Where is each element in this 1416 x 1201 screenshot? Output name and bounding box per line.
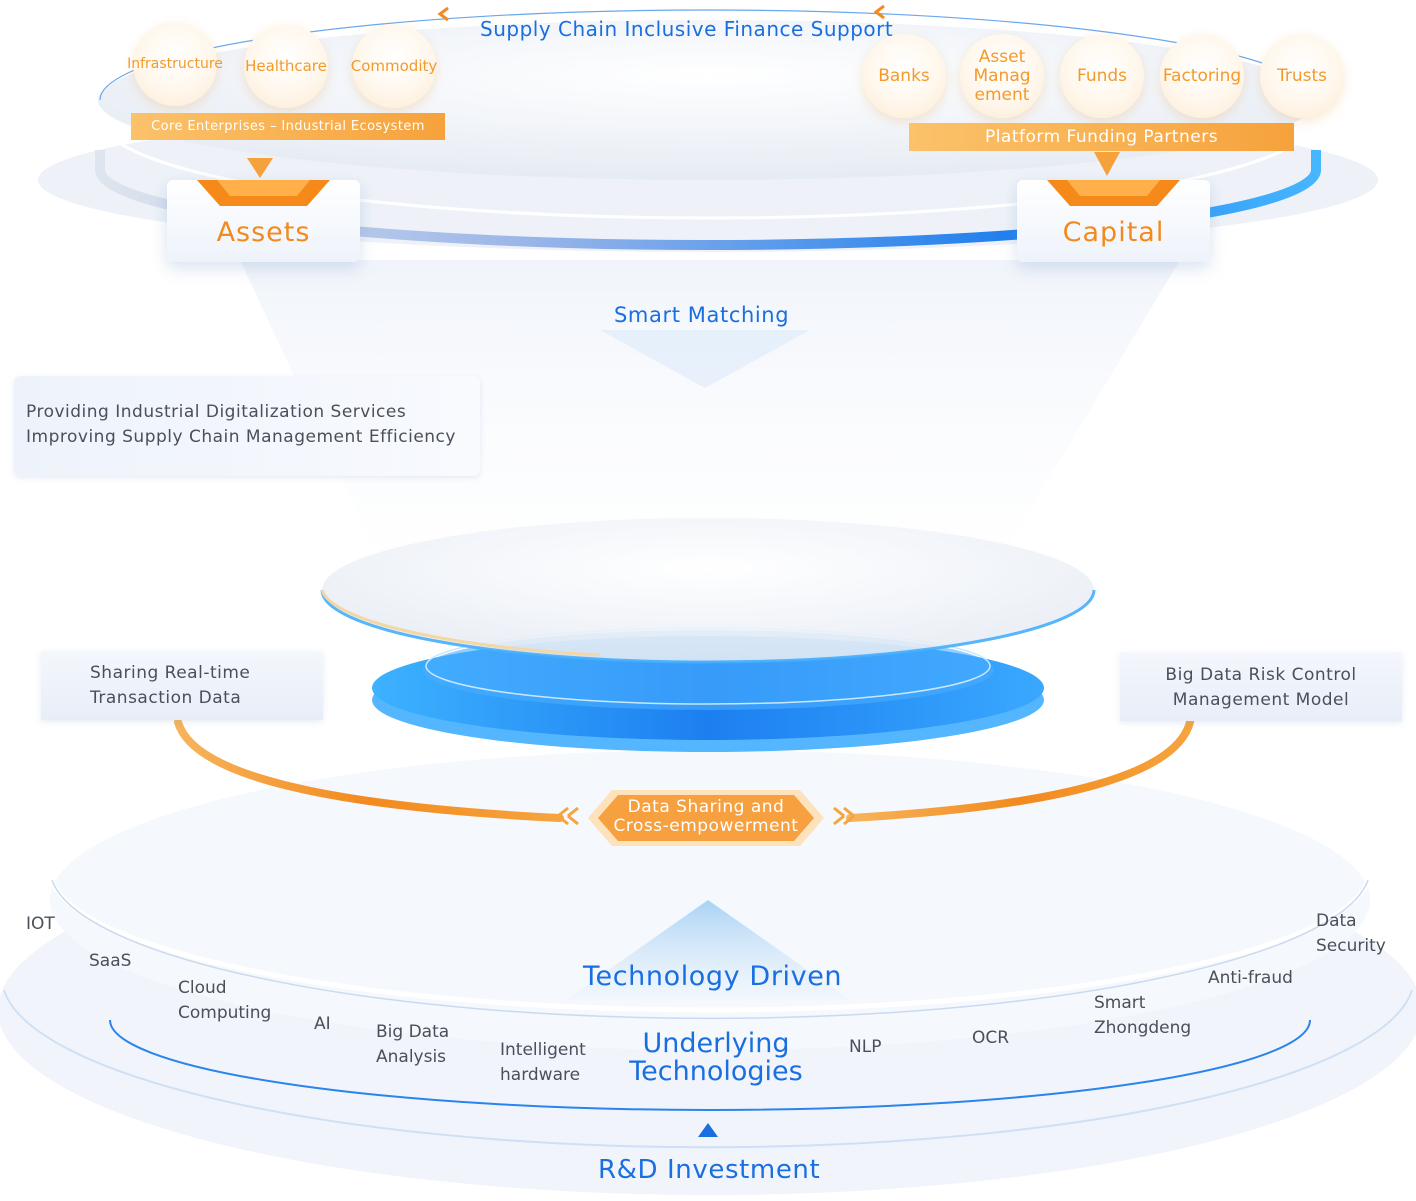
services-line-2: Improving Supply Chain Management Effici… (26, 427, 456, 447)
tech-nlp: NLP (849, 1037, 882, 1057)
partner-banks: Banks (862, 34, 946, 118)
risk-line-2: Management Model (1172, 690, 1350, 710)
tech-iot: IOT (26, 914, 55, 934)
badge-line-2: Cross-empowerment (613, 816, 799, 836)
partner-trusts: Trusts (1260, 34, 1344, 118)
rd-investment-label: R&D Investment (598, 1155, 821, 1185)
risk-control-panel: Big Data Risk Control Management Model (1120, 652, 1402, 721)
underlying-line-2: Technologies (629, 1056, 803, 1087)
assets-card-tab (197, 180, 330, 206)
tech-ocr: OCR (972, 1028, 1010, 1048)
tech-ai: AI (314, 1014, 331, 1034)
partner-funds: Funds (1060, 34, 1144, 118)
core-enterprises-bar: Core Enterprises – Industrial Ecosystem (131, 113, 445, 140)
industry-healthcare: Healthcare (244, 24, 328, 108)
tech-big-data-analysis: Big Data Analysis (376, 1022, 450, 1067)
underlying-technologies-label: Underlying Technologies (616, 1030, 816, 1086)
capital-card-tab (1047, 180, 1180, 206)
sharing-line-1: Sharing Real-time (90, 663, 251, 683)
partner-factoring: Factoring (1160, 34, 1244, 118)
industry-commodity: Commodity (351, 24, 437, 108)
tech-saas: SaaS (89, 951, 132, 971)
data-sharing-text: Data Sharing and Cross-empowerment (548, 798, 864, 836)
underlying-line-1: Underlying (642, 1028, 790, 1059)
funding-partners-bar: Platform Funding Partners (909, 123, 1294, 151)
services-panel: Providing Industrial Digitalization Serv… (14, 376, 480, 476)
assets-card: Assets (167, 180, 360, 262)
capital-label: Capital (1062, 216, 1165, 248)
tech-data-security: Data Security (1316, 911, 1386, 956)
tech-intelligent-hardware: Intelligent hardware (500, 1040, 586, 1085)
tech-smart-zhongdeng: Smart Zhongdeng (1094, 993, 1192, 1038)
capital-card: Capital (1017, 180, 1210, 262)
badge-line-1: Data Sharing and (627, 797, 785, 817)
sharing-line-2: Transaction Data (90, 688, 242, 708)
tech-anti-fraud: Anti-fraud (1208, 968, 1293, 988)
data-sharing-badge (557, 790, 855, 846)
tech-cloud-computing: Cloud Computing (178, 978, 272, 1023)
risk-line-1: Big Data Risk Control (1165, 665, 1357, 685)
technology-driven-label: Technology Driven (583, 961, 843, 992)
assets-label: Assets (216, 216, 311, 248)
sharing-data-panel: Sharing Real-time Transaction Data (41, 651, 323, 720)
services-line-1: Providing Industrial Digitalization Serv… (26, 402, 407, 422)
smart-matching-label: Smart Matching (614, 303, 790, 327)
industry-infrastructure: Infrastructure (127, 22, 223, 106)
finance-support-title: Supply Chain Inclusive Finance Support (480, 17, 894, 41)
partner-asset-management: Asset Manag ement (960, 34, 1044, 118)
